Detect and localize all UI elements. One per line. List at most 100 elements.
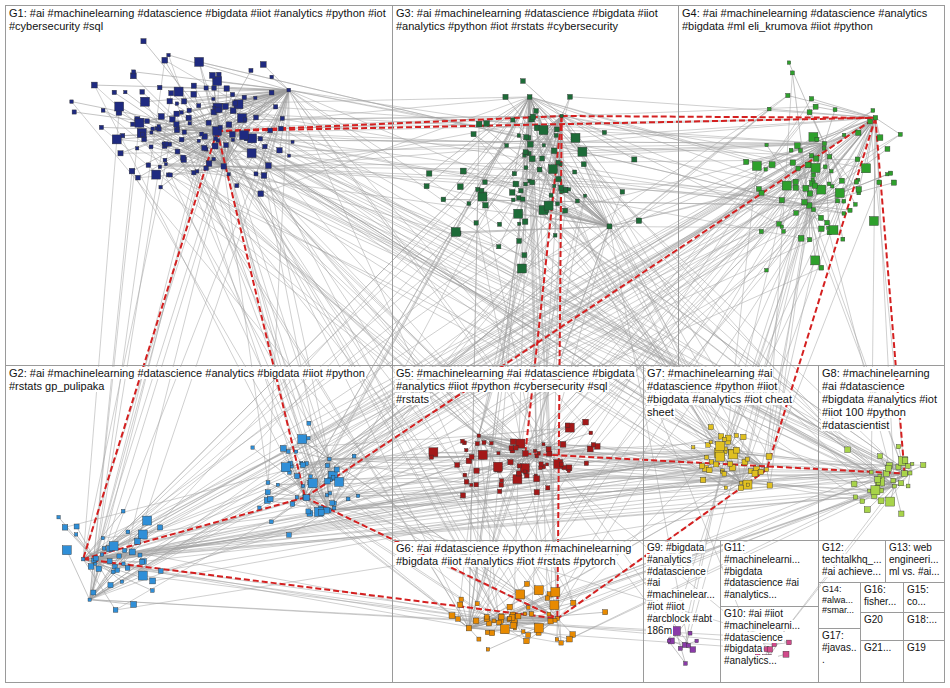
vertex-icon xyxy=(75,533,78,536)
vertex-icon xyxy=(893,484,897,488)
vertex-icon xyxy=(521,197,525,201)
network-link xyxy=(95,145,226,560)
vertex-icon xyxy=(584,194,587,197)
vertex-icon xyxy=(511,118,515,122)
network-link xyxy=(525,112,809,453)
vertex-icon xyxy=(885,147,890,152)
vertex-icon xyxy=(811,256,820,265)
vertex-icon xyxy=(268,496,273,501)
network-link xyxy=(224,166,525,255)
vertex-icon xyxy=(534,623,543,632)
network-link xyxy=(537,180,859,456)
group-panel: G15: co... xyxy=(903,582,945,613)
group-panel: G12: techtalkhq_... #ai achieve... xyxy=(818,540,886,583)
vertex-icon xyxy=(158,165,161,168)
vertex-icon xyxy=(583,419,589,425)
vertex-icon xyxy=(175,102,178,105)
vertex-icon xyxy=(181,155,186,160)
network-link xyxy=(557,129,610,226)
vertex-icon xyxy=(899,481,904,486)
vertex-icon xyxy=(109,542,118,551)
vertex-icon xyxy=(214,137,218,141)
network-link xyxy=(90,600,134,605)
vertex-icon xyxy=(822,142,826,146)
network-link xyxy=(267,90,289,500)
vertex-icon xyxy=(279,126,284,131)
vertex-icon xyxy=(537,452,540,455)
vertex-icon xyxy=(243,118,247,122)
vertex-icon xyxy=(186,115,191,120)
network-link xyxy=(225,90,288,106)
vertex-icon xyxy=(240,131,249,140)
vertex-icon xyxy=(848,208,852,212)
network-link xyxy=(319,512,469,628)
network-link xyxy=(94,85,305,497)
vertex-icon xyxy=(301,484,305,488)
vertex-icon xyxy=(790,160,795,165)
network-link xyxy=(90,425,568,599)
highlight-link xyxy=(83,559,557,619)
network-link xyxy=(220,128,910,474)
vertex-icon xyxy=(525,582,530,587)
group-heading: G2: #ai #machinelearning #datascience #a… xyxy=(8,367,366,392)
vertex-icon xyxy=(793,185,798,190)
vertex-icon xyxy=(131,602,137,608)
network-link xyxy=(726,163,793,453)
network-link xyxy=(224,166,520,466)
group-panel: G8: #machinelearning #ai #datascience #b… xyxy=(818,365,945,541)
vertex-icon xyxy=(221,164,227,170)
vertex-icon xyxy=(249,68,253,72)
vertex-icon xyxy=(328,492,331,495)
vertex-icon xyxy=(839,178,844,183)
network-link xyxy=(726,157,830,453)
vertex-icon xyxy=(743,480,752,489)
group-heading: G5: #machinelearning #ai #datascience #b… xyxy=(395,367,636,405)
vertex-icon xyxy=(517,239,522,244)
network-link xyxy=(189,118,224,166)
vertex-icon xyxy=(716,441,725,450)
vertex-icon xyxy=(175,149,180,154)
network-link xyxy=(178,151,329,510)
vertex-icon xyxy=(251,446,254,449)
vertex-icon xyxy=(290,502,295,507)
vertex-icon xyxy=(547,612,551,616)
vertex-icon xyxy=(700,477,705,482)
vertex-icon xyxy=(534,490,539,495)
vertex-icon xyxy=(793,179,798,184)
network-link xyxy=(593,144,824,445)
vertex-icon xyxy=(168,173,172,177)
group-heading: G4: #ai #machinelearning #datascience #a… xyxy=(681,7,928,32)
vertex-icon xyxy=(162,142,165,145)
vertex-icon xyxy=(265,490,270,495)
vertex-icon xyxy=(451,228,460,237)
vertex-icon xyxy=(187,108,191,112)
vertex-icon xyxy=(690,647,696,653)
vertex-icon xyxy=(534,586,543,595)
vertex-icon xyxy=(523,470,526,473)
network-link xyxy=(217,131,313,483)
vertex-icon xyxy=(523,451,529,457)
network-link xyxy=(829,233,894,486)
group-panel: G10: #ai #iiot #machinelearni... #datasc… xyxy=(720,606,819,683)
vertex-icon xyxy=(527,95,532,100)
vertex-icon xyxy=(765,269,769,273)
vertex-icon xyxy=(571,133,580,142)
network-link xyxy=(83,559,515,628)
vertex-icon xyxy=(118,151,123,156)
vertex-icon xyxy=(553,184,556,187)
vertex-icon xyxy=(819,265,824,270)
vertex-icon xyxy=(886,173,889,176)
network-link xyxy=(313,97,530,483)
network-link xyxy=(115,567,501,621)
vertex-icon xyxy=(206,161,212,167)
vertex-icon xyxy=(212,97,215,100)
vertex-icon xyxy=(854,180,858,184)
group-heading: G3: #ai #machinelearning #datascience #b… xyxy=(395,7,659,32)
group-heading-box: G21... xyxy=(861,641,903,655)
network-link xyxy=(90,93,172,599)
vertex-icon xyxy=(707,468,712,473)
vertex-icon xyxy=(459,597,463,601)
vertex-icon xyxy=(266,163,272,169)
vertex-icon xyxy=(530,180,535,185)
